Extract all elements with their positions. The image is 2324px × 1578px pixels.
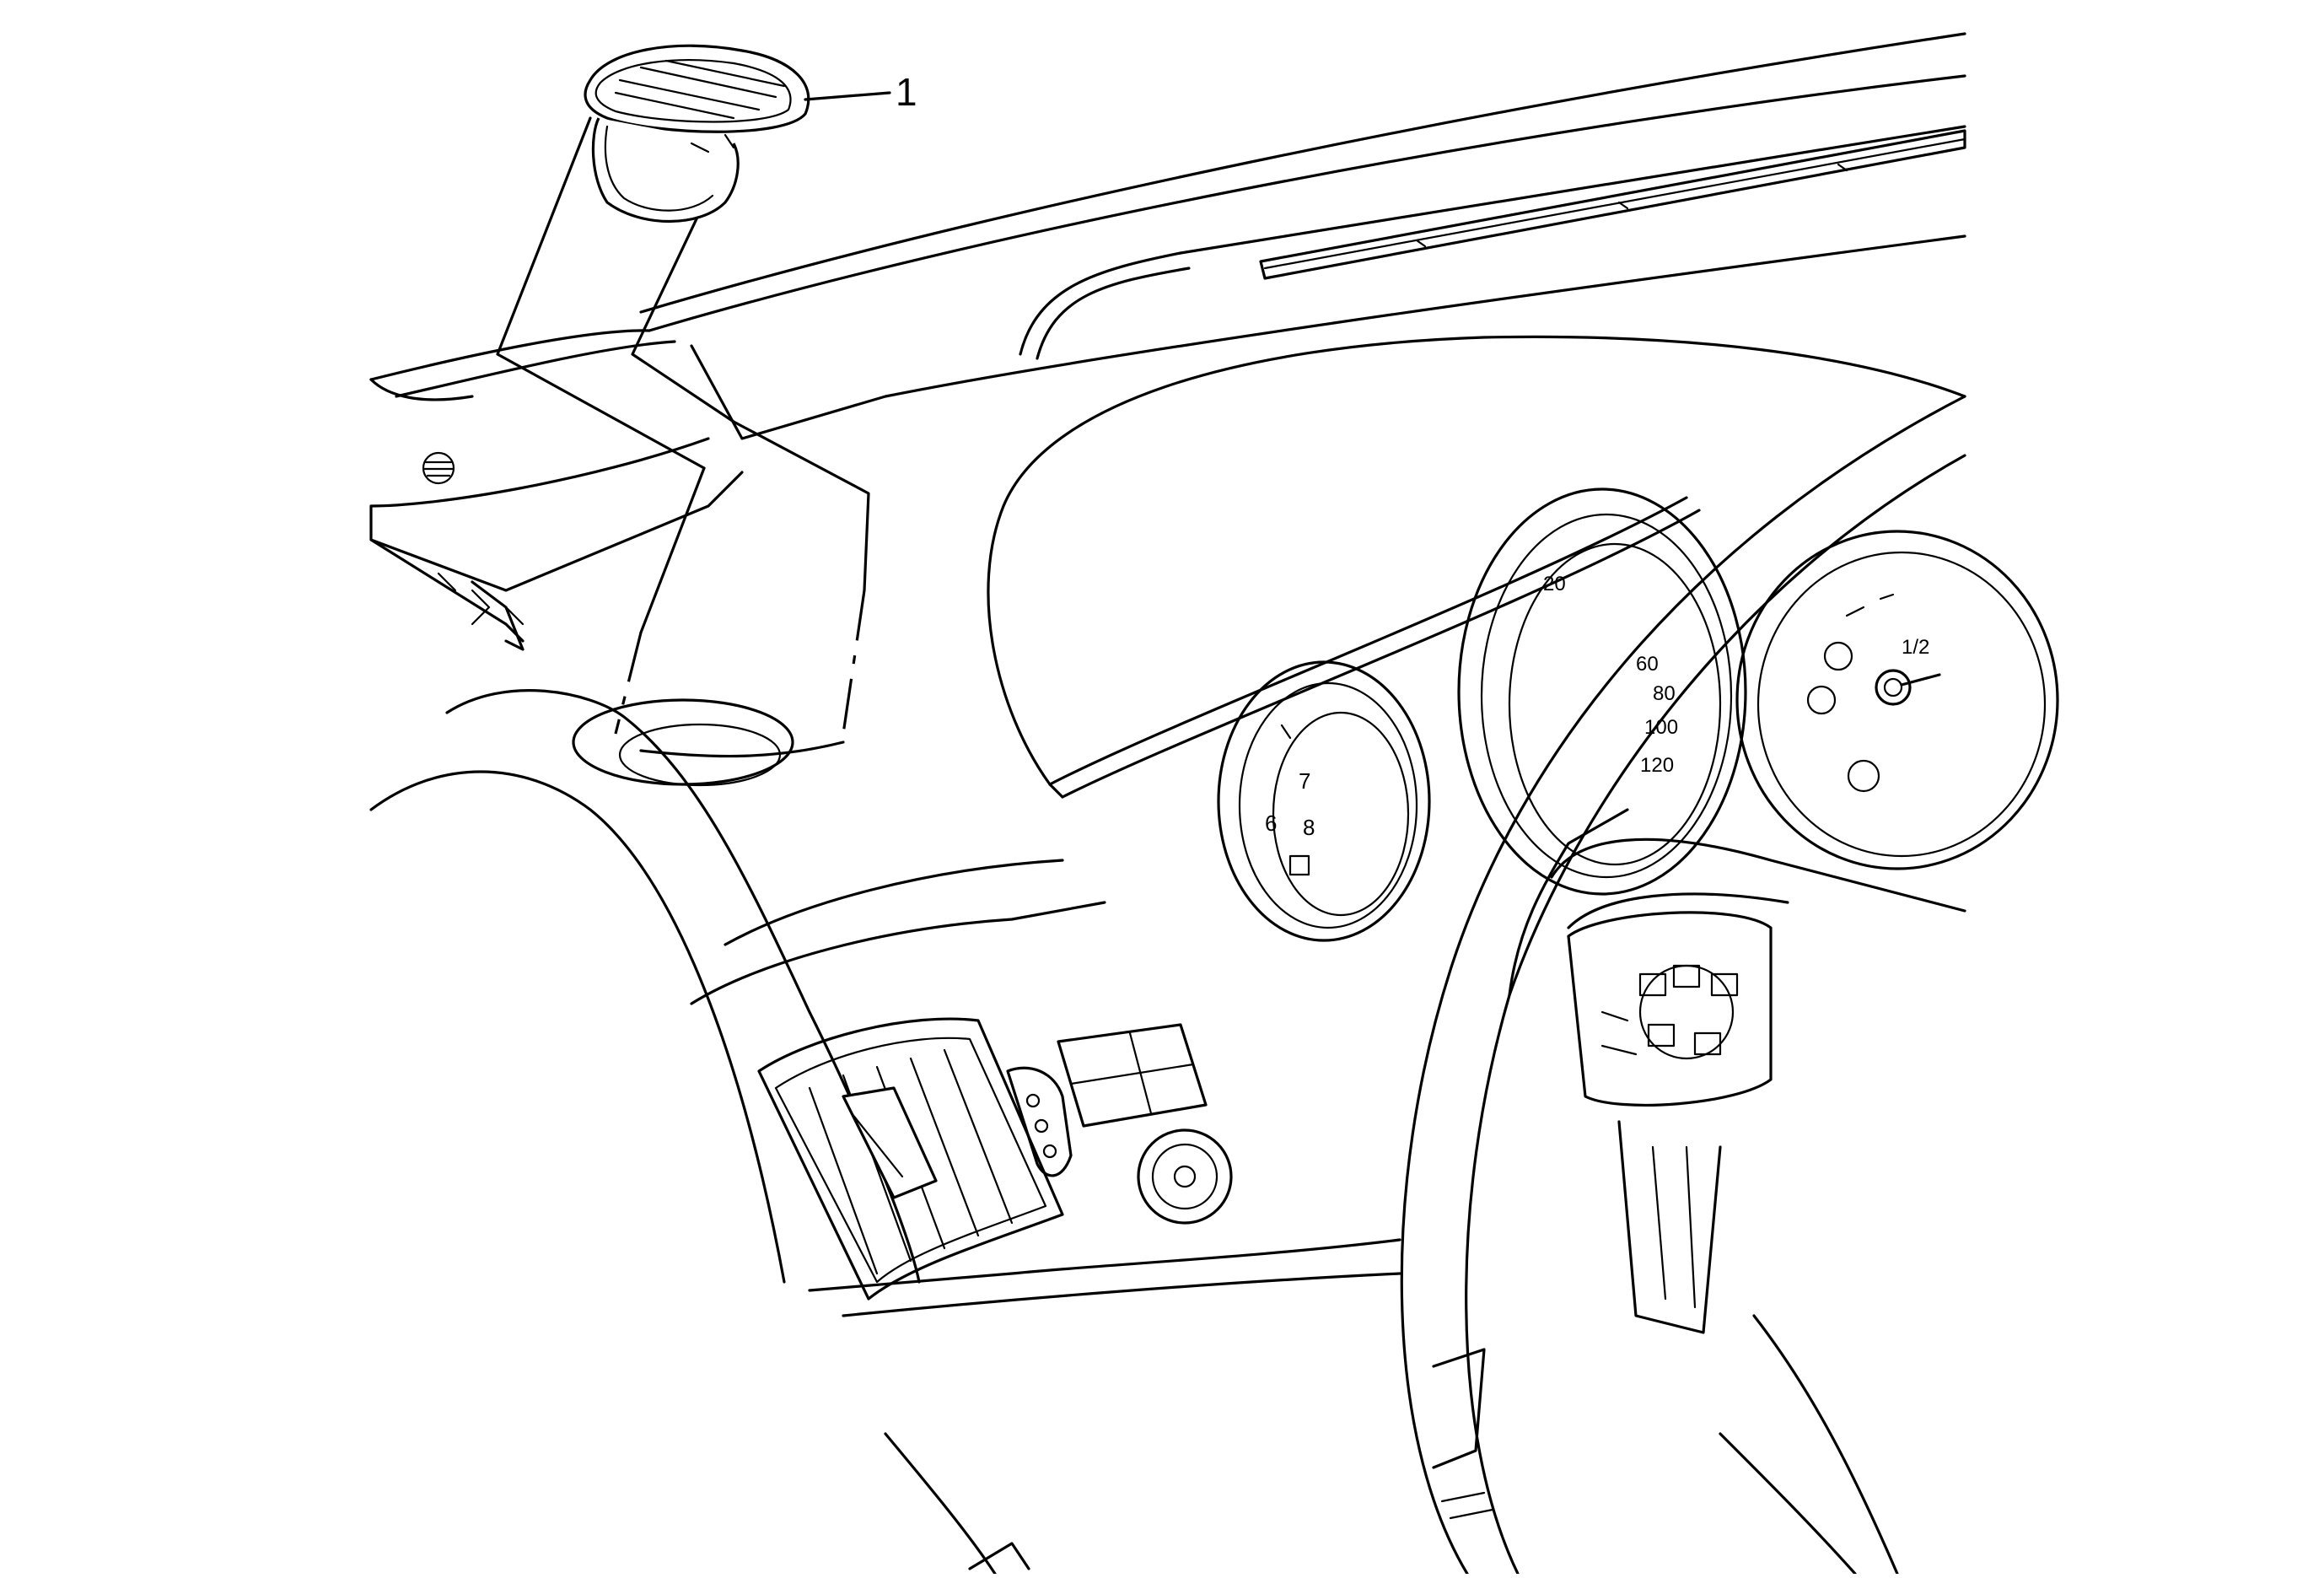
left-gauge-number: 8 [1303,815,1315,840]
gauge-warning-icon [1288,854,1310,876]
dash-opening [572,698,794,787]
center-gauge-number: 20 [1543,573,1566,595]
center-gauge: 20 60 80 100 120 [1457,487,1747,896]
left-gauge-number: 7 [1299,768,1310,794]
right-gauge: 1/2 [1735,530,2059,870]
warning-light-icon [1847,759,1880,793]
headlamp-switch-knob [1137,1128,1233,1225]
steering-wheel-control-pad [1567,911,1773,1107]
dash-top-edge [369,32,1966,398]
callout-number: 1 [896,70,917,114]
defroster-grille [1019,125,1966,360]
thumbwheel [1006,1066,1073,1177]
left-gauge-number: 6 [1265,811,1277,836]
instrument-cluster-hood [987,335,1966,799]
left-gauge: 6 7 8 [1217,660,1431,942]
switch-bank [1057,1023,1208,1128]
warning-light-icon [1823,641,1853,671]
air-vent [757,1017,1064,1301]
center-gauge-number: 80 [1653,682,1676,705]
steering-wheel [1400,395,1966,1575]
defroster-outlet-component [584,44,810,223]
speaker-grille [422,451,455,485]
dash-body [369,234,1966,508]
warning-light-icon [1806,685,1837,715]
gauge-needle-hub [1875,669,1912,706]
center-gauge-number: 60 [1636,653,1659,676]
steering-control-buttons [1638,964,1735,1060]
exploded-view-lines [496,116,870,735]
callout-1: 1 [804,70,917,114]
center-gauge-number: 120 [1640,754,1674,777]
lower-dash-trim [690,859,1494,1575]
left-dash-panel [369,451,744,651]
right-gauge-label: 1/2 [1902,636,1929,659]
steering-column [1617,1120,1899,1575]
dash-left-contour [369,689,921,1284]
